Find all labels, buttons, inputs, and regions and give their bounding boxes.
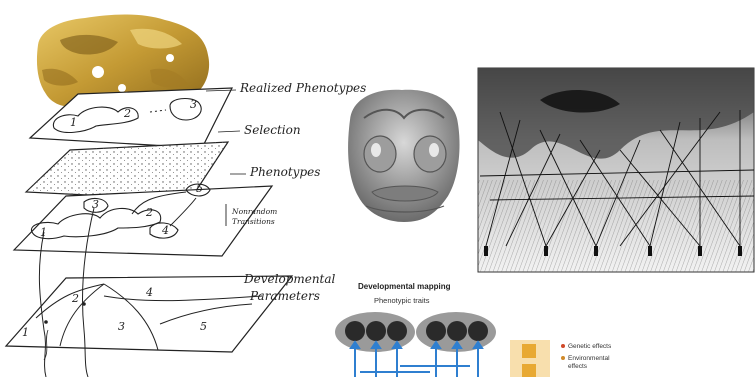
- trait-node: [426, 321, 446, 341]
- parameter-region-label: 5: [200, 320, 207, 333]
- transitions-label-line2: Transitions: [232, 217, 275, 226]
- phenotype-node-label: 4: [161, 224, 169, 237]
- developmental-label-line2: Parameters: [249, 289, 320, 303]
- trait-node: [468, 321, 488, 341]
- developmental-parameters-plane: 1 2 3 4 5: [6, 276, 292, 352]
- trait-node: [366, 321, 386, 341]
- phenotype-node-label: 2: [145, 206, 153, 219]
- trait-node: [447, 321, 467, 341]
- realized-node-label: 3: [190, 98, 197, 111]
- developmental-mapping-diagram: Developmental mapping Phenotypic traits …: [335, 282, 612, 377]
- phenotype-node-label: 5: [196, 182, 203, 195]
- mapping-title: Developmental mapping: [358, 282, 451, 291]
- transitions-label-line1: Nonrandom: [231, 207, 277, 216]
- legend-environmental-line1: Environmental: [568, 355, 610, 362]
- trait-node: [345, 321, 365, 341]
- developmental-label-line1: Developmental: [243, 272, 336, 286]
- embryo-face-image: [348, 90, 459, 222]
- legend-environmental-line2: effects: [568, 363, 588, 370]
- parameter-region-label: 1: [22, 326, 29, 339]
- legend-swatch: [522, 344, 536, 358]
- phenotypes-label: Phenotypes: [249, 165, 320, 179]
- selection-label: Selection: [244, 123, 301, 137]
- parameter-region-label: 3: [118, 320, 125, 333]
- realized-phenotypes-label: Realized Phenotypes: [239, 81, 366, 95]
- phenotype-node-label: 3: [92, 198, 99, 211]
- realized-node-label: 2: [123, 107, 131, 120]
- legend-genetic-effects: Genetic effects: [568, 343, 612, 350]
- parameter-region-label: 2: [71, 292, 79, 305]
- realized-node-label: 1: [70, 116, 77, 129]
- trait-node: [387, 321, 407, 341]
- mapping-subtitle: Phenotypic traits: [374, 296, 430, 305]
- epigenetic-landscape-image: [478, 68, 754, 272]
- legend-swatch: [522, 364, 536, 377]
- parameter-region-label: 4: [145, 286, 153, 299]
